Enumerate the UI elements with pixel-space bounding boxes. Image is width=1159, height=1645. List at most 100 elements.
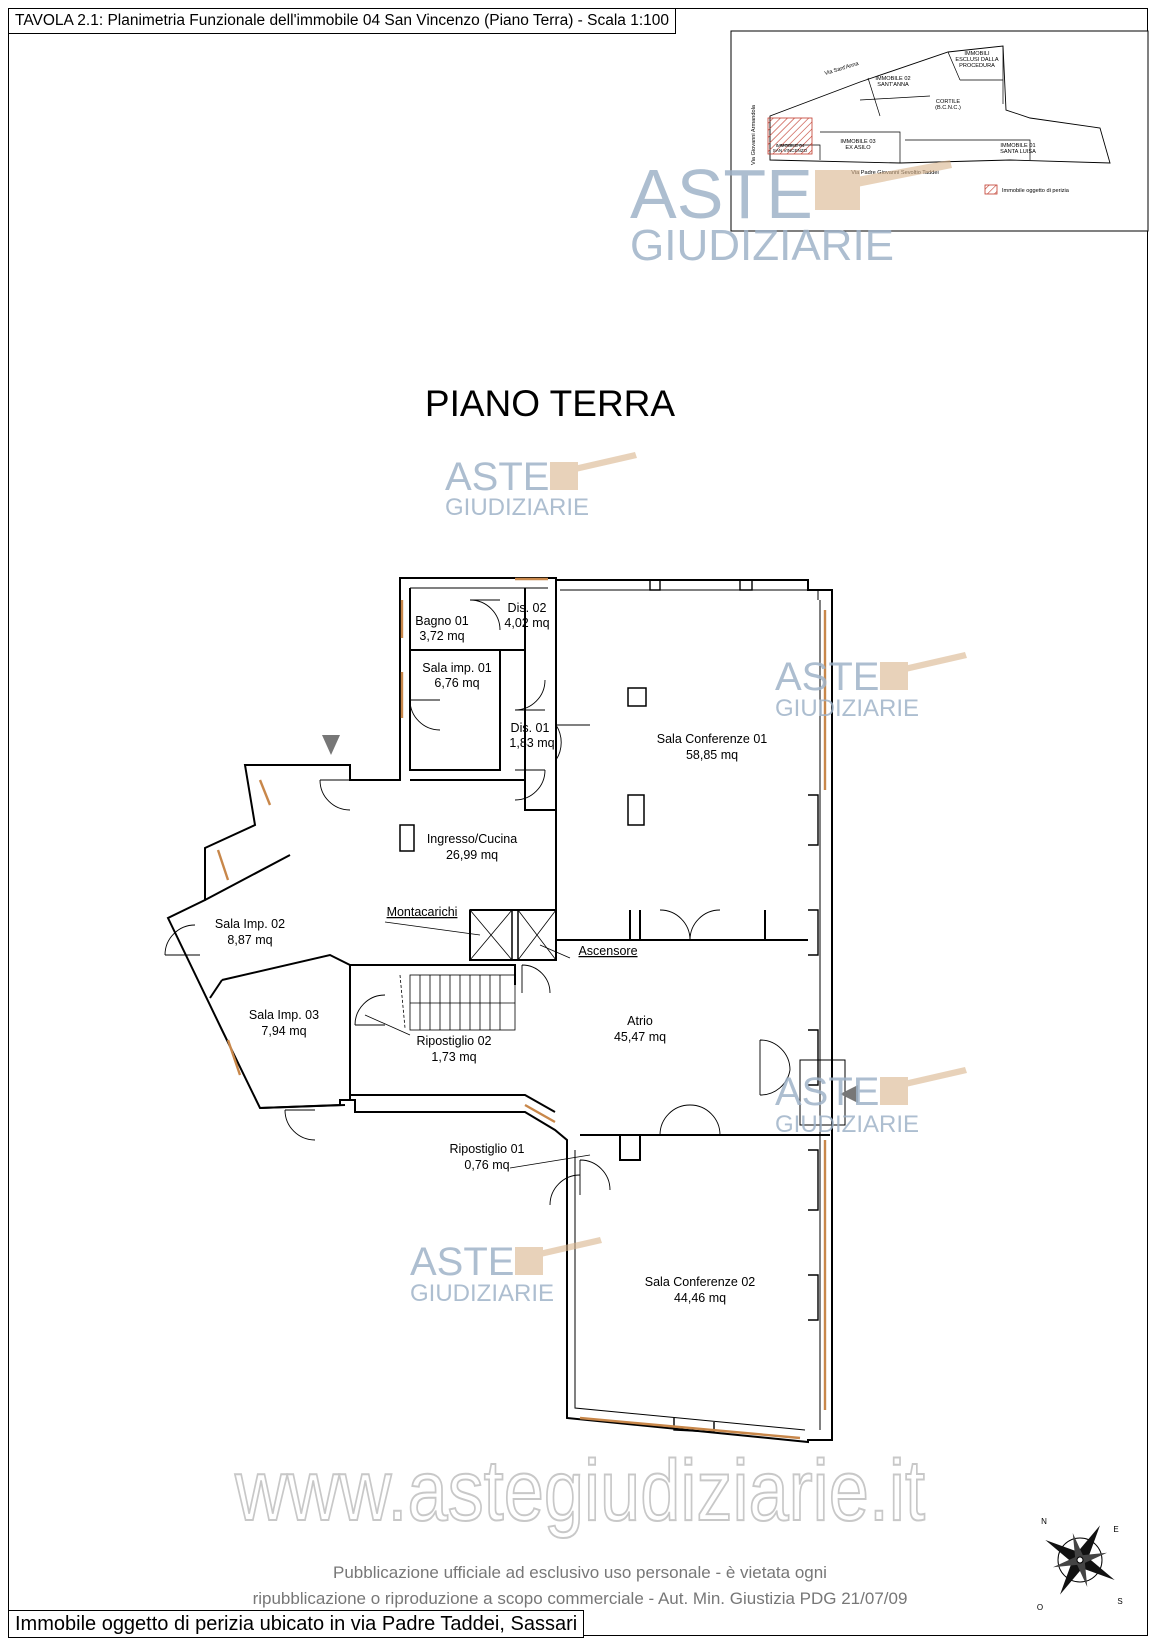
door-conferenze-01 <box>659 909 721 941</box>
leader-ascensore <box>539 944 571 959</box>
gavel-icon <box>550 452 637 490</box>
room-sala-imp-01-area: 6,76 mq <box>434 676 479 690</box>
outer-wall-inner-line <box>410 587 821 1431</box>
door-entrance-east <box>759 1039 791 1096</box>
room-sala-conferenze-02: Sala Conferenze 02 <box>645 1275 756 1289</box>
entrance-arrow-north <box>322 735 340 755</box>
room-sala-imp-02-area: 8,87 mq <box>227 933 272 947</box>
kp-imm02-2: SANT'ANNA <box>877 82 909 88</box>
kp-imm01-2: SANTA LUISA <box>1000 149 1036 155</box>
key-plan-buildings <box>769 45 1111 164</box>
window-ingresso-left <box>258 779 272 806</box>
window-sala-imp-03 <box>226 1039 242 1076</box>
gavel-icon <box>815 160 952 210</box>
wm-s3-line1: ASTE <box>775 1070 879 1114</box>
door-dis01-bottom <box>514 769 546 801</box>
wm-s1-line2: GIUDIZIARIE <box>445 494 589 521</box>
stair-outline <box>409 974 516 1031</box>
columns <box>649 580 819 1433</box>
room-sala-conferenze-01-area: 58,85 mq <box>686 748 738 762</box>
gavel-icon <box>515 1237 602 1275</box>
stair-treads <box>410 975 515 1030</box>
door-ingresso <box>319 779 351 811</box>
door-conferenze-02 <box>549 1174 581 1206</box>
room-sala-conferenze-02-area: 44,46 mq <box>674 1291 726 1305</box>
watermark-small-4: ASTE GIUDIZIARIE <box>410 1237 602 1307</box>
kp-street-left: Via Giovanni Armandola <box>751 104 757 165</box>
footer-note: Immobile oggetto di perizia ubicato in v… <box>8 1610 585 1638</box>
room-sala-imp-03: Sala Imp. 03 <box>249 1008 319 1022</box>
watermark-notice-2: ripubblicazione o riproduzione a scopo c… <box>253 1589 908 1608</box>
room-bagno-01-area: 3,72 mq <box>419 629 464 643</box>
wm-s2-line2: GIUDIZIARIE <box>775 695 919 722</box>
kitchen-element <box>399 824 415 852</box>
door-atrio-south <box>659 1104 721 1136</box>
door-ripost01 <box>579 1159 611 1195</box>
staircase <box>399 974 516 1031</box>
watermark-large: ASTE GIUDIZIARIE <box>630 155 952 270</box>
room-ripostiglio-02-area: 1,73 mq <box>431 1050 476 1064</box>
header-title: TAVOLA 2.1: Planimetria Funzionale dell'… <box>8 8 677 34</box>
lift-shafts <box>469 909 557 961</box>
wm-s4-line1: ASTE <box>410 1240 514 1284</box>
window-sala-imp-02 <box>216 849 230 881</box>
doors <box>164 599 791 1206</box>
wm-large-line1: ASTE <box>630 155 813 233</box>
watermark-notice-1: Pubblicazione ufficiale ad esclusivo uso… <box>333 1563 827 1582</box>
door-sala-imp01 <box>409 699 441 731</box>
room-ingresso-cucina-area: 26,99 mq <box>446 848 498 862</box>
entrance-arrow-east <box>840 1085 858 1103</box>
leader-lines <box>364 921 591 1169</box>
watermark-small-3: ASTE GIUDIZIARIE <box>775 1067 967 1138</box>
column-square-1 <box>627 687 647 707</box>
kp-legend-text: Immobile oggetto di perizia <box>1002 188 1070 194</box>
room-ripostiglio-01: Ripostiglio 01 <box>449 1142 524 1156</box>
watermark-url: www.astegiudiziarie.it <box>234 1443 925 1539</box>
kp-imm03-1: IMMOBILE 03 <box>840 139 875 145</box>
watermark-small-1: ASTE GIUDIZIARIE <box>445 452 637 521</box>
watermark-small-2: ASTE GIUDIZIARIE <box>775 652 967 722</box>
label-ascensore: Ascensore <box>578 944 637 958</box>
room-atrio: Atrio <box>627 1014 653 1028</box>
door-sala-imp02 <box>164 924 200 956</box>
leader-ripost01 <box>509 1154 591 1169</box>
compass-n: N <box>1041 1517 1047 1526</box>
key-plan-subject-hatch <box>767 117 813 155</box>
windows <box>216 577 827 1440</box>
room-ripostiglio-02: Ripostiglio 02 <box>416 1034 491 1048</box>
room-ripostiglio-01-area: 0,76 mq <box>464 1158 509 1172</box>
kp-cortile-1: CORTILE <box>936 99 960 105</box>
door-dis01-right <box>555 724 590 761</box>
kp-esclusi-3: PROCEDURA <box>959 63 995 69</box>
kp-imm01-1: IMMOBILE 01 <box>1000 143 1035 149</box>
wm-s3-line2: GIUDIZIARIE <box>775 1111 919 1138</box>
room-dis-01-area: 1,83 mq <box>509 736 554 750</box>
gavel-icon <box>880 1067 967 1105</box>
compass-ring <box>1057 1537 1103 1583</box>
kp-esclusi-2: ESCLUSI DALLA <box>955 57 998 63</box>
montacarichi-shaft <box>469 909 513 961</box>
wm-large-line2: GIUDIZIARIE <box>630 221 894 270</box>
kp-imm04-2: SAN VINCENZO <box>773 148 808 153</box>
door-bagno <box>469 599 501 631</box>
gavel-icon <box>880 652 967 690</box>
door-dis01-top <box>514 679 546 711</box>
compass-e: E <box>1113 1525 1118 1534</box>
door-ripost02 <box>354 994 386 1026</box>
kp-imm04-1: IMMOBILE 04 <box>776 143 805 148</box>
watermarks: ASTE GIUDIZIARIE ASTE GIUDIZIARIE ASTE G… <box>410 155 967 1307</box>
room-sala-imp-01: Sala imp. 01 <box>422 661 492 675</box>
compass-o: O <box>1037 1603 1043 1612</box>
kp-cortile-2: (B.C.N.C.) <box>935 105 961 111</box>
room-dis-02-area: 4,02 mq <box>504 616 549 630</box>
kp-imm03-2: EX ASILO <box>845 145 871 151</box>
window-ripostiglio <box>524 1103 556 1124</box>
room-atrio-area: 45,47 mq <box>614 1030 666 1044</box>
label-montacarichi: Montacarichi <box>387 905 458 919</box>
window-south <box>579 1416 801 1440</box>
stair-arrow <box>399 974 406 1029</box>
kp-legend-swatch <box>984 184 998 195</box>
door-sala-imp03 <box>284 1109 316 1141</box>
